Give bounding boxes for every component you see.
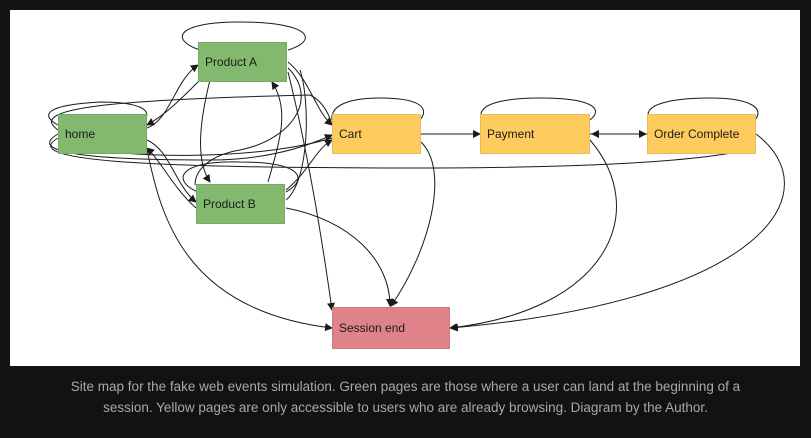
node-session-end: Session end	[332, 307, 450, 349]
node-label-order-complete: Order Complete	[654, 127, 740, 141]
edge-product-a-loop	[181, 21, 306, 51]
node-label-cart: Cart	[339, 127, 362, 141]
diagram-edges	[48, 21, 785, 332]
edge-product-b-cart	[285, 139, 333, 191]
node-product-b: Product B	[196, 184, 285, 224]
node-cart: Cart	[332, 114, 421, 154]
figure-caption: Site map for the fake web events simulat…	[40, 376, 771, 418]
edge-home-cart	[49, 133, 333, 161]
node-label-session-end: Session end	[339, 321, 406, 335]
edge-product-b-product-a	[267, 81, 283, 183]
node-label-payment: Payment	[487, 127, 535, 141]
edge-product-a-product-b	[200, 79, 211, 183]
edge-order-complete-loop	[647, 97, 759, 121]
edge-home-product-b	[146, 139, 197, 203]
node-label-home: home	[65, 127, 96, 141]
node-home: home	[58, 114, 147, 154]
edge-cart-session-end	[390, 141, 436, 307]
edge-home-session-end	[146, 149, 333, 332]
caption-line-1: Site map for the fake web events simulat…	[70, 379, 741, 394]
caption-line-2: session. Yellow pages are only accessibl…	[103, 400, 708, 415]
edge-product-b-home	[146, 147, 197, 209]
node-product-a: Product A	[198, 42, 287, 82]
edge-product-a-home	[146, 79, 201, 126]
edge-product-a-cart	[287, 61, 333, 126]
edge-product-a-curve	[194, 67, 302, 186]
edge-order-complete-session-end	[450, 133, 785, 332]
edge-payment-session-end	[449, 139, 617, 332]
edge-home-order-complete	[50, 137, 756, 169]
edge-home-product-a	[146, 64, 199, 129]
node-payment: Payment	[480, 114, 590, 154]
site-map-diagram: home Product A Product B Cart Payment Or…	[10, 10, 800, 366]
edge-cart-loop	[331, 97, 425, 121]
edge-home-cart-upper	[51, 94, 333, 131]
edge-home-loop	[48, 101, 148, 126]
node-label-product-a: Product A	[205, 55, 258, 69]
edge-product-b-session-end	[285, 207, 394, 307]
node-order-complete: Order Complete	[647, 114, 756, 154]
edge-payment-loop	[480, 97, 596, 121]
node-label-product-b: Product B	[203, 197, 256, 211]
edge-product-a-session-end	[287, 71, 335, 311]
edge-product-b-loop	[182, 161, 299, 193]
edge-product-b-curve	[285, 69, 307, 201]
